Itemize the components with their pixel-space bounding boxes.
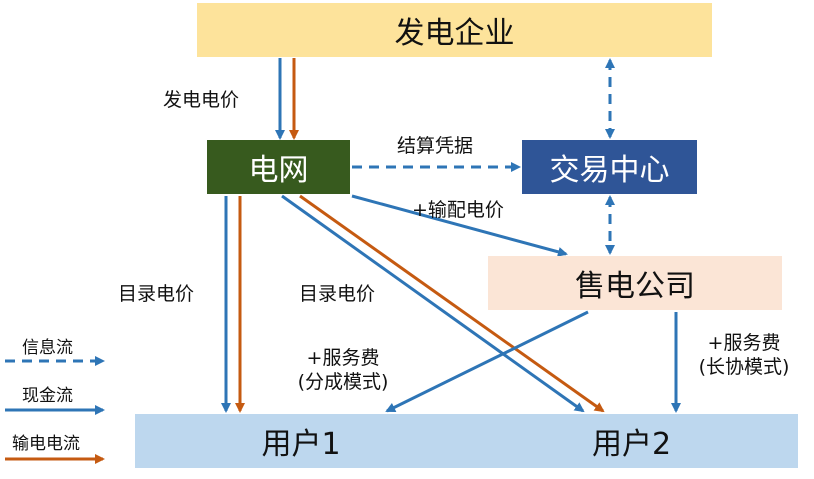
service-fee-share-line1: +服务费 — [306, 347, 380, 369]
user2-node: 用户2 — [465, 414, 798, 468]
service-fee-long-label: +服务费 (长协模式) — [684, 331, 804, 379]
gen-price-label: 发电电价 — [163, 89, 240, 111]
service-fee-share-line2: (分成模式) — [297, 371, 389, 393]
service-fee-long-line2: (长协模式) — [698, 356, 790, 378]
exchange-node: 交易中心 — [522, 140, 697, 194]
grid-to-user2-cash-arrow — [281, 194, 585, 413]
power-gen-node: 发电企业 — [197, 3, 712, 57]
service-fee-long-line1: +服务费 — [707, 332, 781, 354]
service-fee-share-label: +服务费 (分成模式) — [283, 346, 403, 394]
grid-to-retailer-cash-arrow — [351, 194, 568, 257]
legend-cash-label: 现金流 — [22, 386, 73, 406]
grid-node: 电网 — [207, 140, 350, 194]
legend-power-label: 输电电流 — [12, 434, 80, 454]
retailer-to-user1-cash-arrow — [385, 310, 589, 413]
user1-node: 用户1 — [135, 414, 467, 468]
catalog-price-left-label: 目录电价 — [118, 283, 195, 305]
grid-to-user2-power-arrow — [299, 194, 605, 413]
catalog-price-mid-label: 目录电价 — [299, 283, 376, 305]
transmission-price-label: +输配电价 — [412, 199, 504, 221]
settlement-label: 结算凭据 — [397, 135, 474, 157]
legend-info-label: 信息流 — [22, 338, 73, 358]
retailer-node: 售电公司 — [488, 256, 782, 310]
